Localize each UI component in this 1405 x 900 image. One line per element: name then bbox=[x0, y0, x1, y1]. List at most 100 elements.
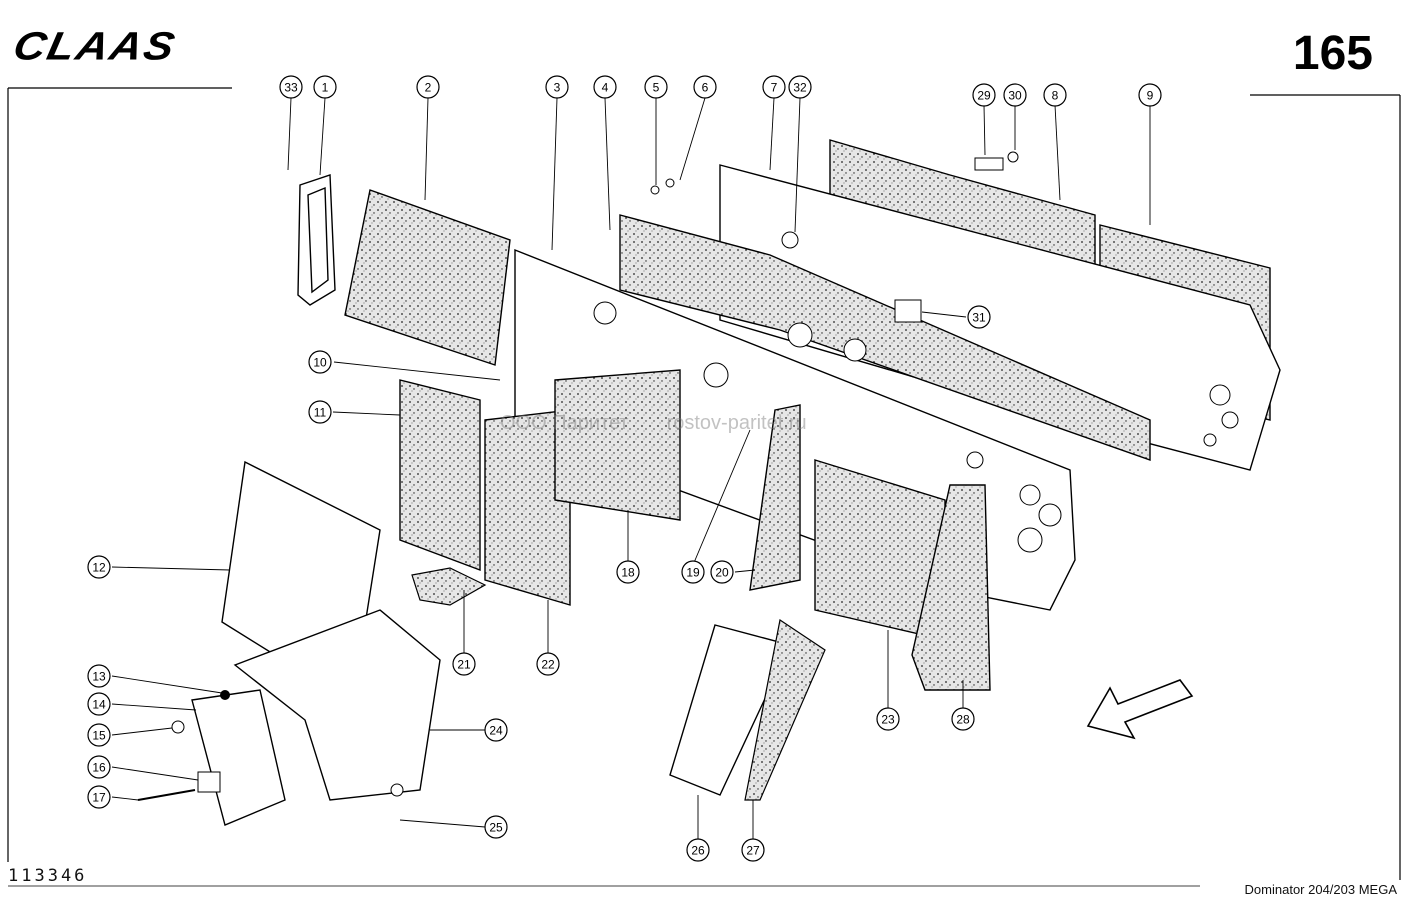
callout-circle bbox=[741, 838, 765, 862]
callout-23: 23 bbox=[876, 707, 900, 731]
callout-22: 22 bbox=[536, 652, 560, 676]
callout-20: 20 bbox=[710, 560, 734, 584]
callout-circle bbox=[484, 815, 508, 839]
hole bbox=[703, 362, 729, 388]
callout-21: 21 bbox=[452, 652, 476, 676]
part-11-foam-block bbox=[399, 379, 481, 572]
callout-circle bbox=[87, 555, 111, 579]
callout-16: 16 bbox=[87, 755, 111, 779]
callout-8: 8 bbox=[1043, 83, 1067, 107]
callout-circle bbox=[308, 350, 332, 374]
hole bbox=[1209, 384, 1231, 406]
callout-circle bbox=[87, 785, 111, 809]
callout-circle bbox=[484, 718, 508, 742]
callout-number: 18 bbox=[621, 566, 635, 580]
callout-number: 27 bbox=[746, 844, 760, 858]
part-8-top-foam-strip bbox=[829, 139, 1096, 271]
callout-30: 30 bbox=[1003, 83, 1027, 107]
callout-number: 32 bbox=[793, 81, 807, 95]
page-number: 165 bbox=[1292, 27, 1373, 80]
part-16-latch bbox=[197, 771, 221, 793]
callout-26: 26 bbox=[686, 838, 710, 862]
hole bbox=[966, 451, 984, 469]
callout-7: 7 bbox=[762, 75, 786, 99]
hole bbox=[787, 322, 813, 348]
callout-29: 29 bbox=[972, 83, 996, 107]
callout-11: 11 bbox=[308, 400, 332, 424]
callout-number: 9 bbox=[1147, 89, 1154, 103]
part-6-screw bbox=[665, 178, 675, 188]
callout-10: 10 bbox=[308, 350, 332, 374]
callout-circle bbox=[416, 75, 440, 99]
callout-circle bbox=[681, 560, 705, 584]
callout-circle bbox=[686, 838, 710, 862]
callout-circle bbox=[87, 664, 111, 688]
callout-number: 22 bbox=[541, 658, 555, 672]
part-21-small-foam-pad bbox=[411, 567, 487, 606]
hole bbox=[593, 301, 617, 325]
callout-circle bbox=[693, 75, 717, 99]
callout-circle bbox=[762, 75, 786, 99]
callout-number: 6 bbox=[702, 81, 709, 95]
drawing-number: 113346 bbox=[8, 866, 88, 886]
callout-18: 18 bbox=[616, 560, 640, 584]
part-22-foam-block bbox=[484, 409, 571, 606]
hole bbox=[1203, 433, 1217, 447]
callout-number: 17 bbox=[92, 791, 106, 805]
callout-circle bbox=[593, 75, 617, 99]
part-1-gasket-frame bbox=[297, 174, 336, 306]
part-14-flange-plate bbox=[191, 689, 286, 826]
callout-25: 25 bbox=[484, 815, 508, 839]
part-30-nut bbox=[1007, 151, 1019, 163]
part-26-bracket-plate bbox=[669, 624, 791, 796]
callout-circle bbox=[710, 560, 734, 584]
callout-27: 27 bbox=[741, 838, 765, 862]
callout-number: 20 bbox=[715, 566, 729, 580]
callout-13: 13 bbox=[87, 664, 111, 688]
callout-number: 29 bbox=[977, 89, 991, 103]
callout-number: 30 bbox=[1008, 89, 1022, 103]
hole bbox=[1221, 411, 1239, 429]
part-32-grommet bbox=[781, 231, 799, 249]
callout-circle bbox=[967, 305, 991, 329]
callout-circle bbox=[545, 75, 569, 99]
callout-28: 28 bbox=[951, 707, 975, 731]
callout-1: 1 bbox=[313, 75, 337, 99]
callout-number: 21 bbox=[457, 658, 471, 672]
part-5-washer bbox=[650, 185, 660, 195]
callout-9: 9 bbox=[1138, 83, 1162, 107]
part-17-bolt bbox=[137, 789, 196, 801]
callout-12: 12 bbox=[87, 555, 111, 579]
callout-circle bbox=[87, 755, 111, 779]
callout-15: 15 bbox=[87, 723, 111, 747]
leader-lines bbox=[111, 97, 1151, 840]
callout-number: 3 bbox=[554, 81, 561, 95]
callout-number: 4 bbox=[602, 81, 609, 95]
part-2-side-foam-panel bbox=[344, 189, 511, 366]
callout-circle bbox=[87, 723, 111, 747]
callout-14: 14 bbox=[87, 692, 111, 716]
callout-number: 23 bbox=[881, 713, 895, 727]
callout-number: 2 bbox=[425, 81, 432, 95]
callout-number: 25 bbox=[489, 821, 503, 835]
part-4-long-foam-panel bbox=[619, 214, 1151, 461]
part-24-housing-box bbox=[233, 609, 441, 801]
callout-19: 19 bbox=[681, 560, 705, 584]
callout-number: 16 bbox=[92, 761, 106, 775]
callout-circle bbox=[616, 560, 640, 584]
callout-number: 12 bbox=[92, 561, 106, 575]
callout-number: 11 bbox=[314, 406, 327, 420]
callout-circle bbox=[951, 707, 975, 731]
callout-circle bbox=[87, 692, 111, 716]
callout-17: 17 bbox=[87, 785, 111, 809]
callout-circle bbox=[1003, 83, 1027, 107]
part-7-back-plate bbox=[719, 164, 1281, 471]
callout-number: 5 bbox=[653, 81, 660, 95]
callout-circle bbox=[876, 707, 900, 731]
callout-number: 24 bbox=[489, 724, 503, 738]
model-name: Dominator 204/203 MEGA bbox=[1244, 882, 1397, 897]
callout-24: 24 bbox=[484, 718, 508, 742]
